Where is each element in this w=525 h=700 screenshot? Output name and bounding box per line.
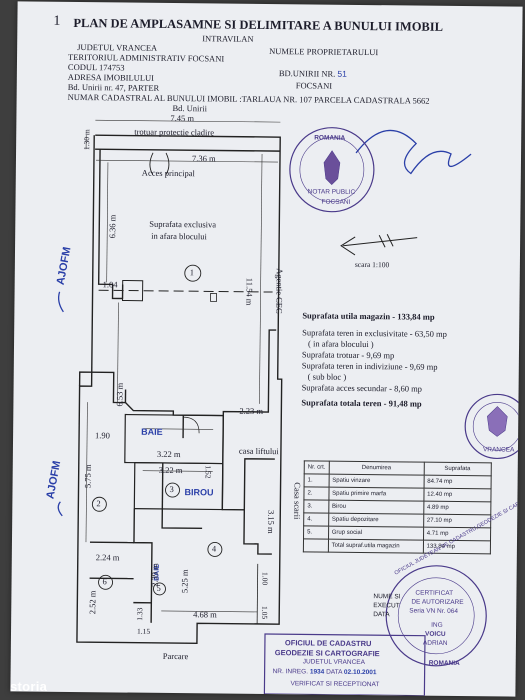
table-cell: 2. [303,486,329,501]
casa-scarii-label: Casa scarii [292,482,303,520]
dim-223: 2.23 m [239,405,264,416]
room-number-3: 3 [169,483,174,495]
parcare-label: Parcare [162,650,189,662]
table-cell: Grup social [328,526,424,541]
table-header-suprafata: Suprafata [423,462,491,476]
agentie-cec-label: Agentie CEC [274,268,285,314]
cert-text-1: CERTIFICAT [415,589,454,597]
casa-liftului-label: casa liftului [238,445,279,457]
room-number-4: 4 [211,543,217,554]
rooms-table: Nr. crt. Denumirea Suprafata 1. Spatiu v… [303,460,492,554]
dim-653: 6.53 m [114,382,125,407]
table-cell: Spatiu primire marfa [328,487,424,502]
autorizare-stamp [385,565,487,667]
cert-text-6: ADRIAN [422,639,448,647]
table-total-row: Total supraf.utila magazin 133.84 mp [303,538,491,554]
dim-152: 1.52 [203,465,213,479]
cert-text-5: VOICU [424,630,446,638]
table-cell: 84.74 mp [423,475,491,489]
dim-525: 5.25 m [179,569,190,594]
dim-736: 7.36 m [191,153,216,164]
area-totala: Suprafata totala teren - 91,48 mp [301,397,422,409]
table-header-denumirea: Denumirea [328,461,424,476]
area-acces-secundar: Suprafata acces secundar - 8,60 mp [301,382,423,394]
suprafata-exclusiva-label: Suprafata exclusiva [149,218,217,230]
floor-plan [57,119,523,697]
ocpi-stamp [263,633,426,697]
dim-130: 1.30 m [82,129,92,151]
vrancea-stamp [464,393,523,460]
cert-text-3: Seria VN Nr. 064 [409,607,459,616]
notar-stamp-text-2: NOTAR PUBLIC [307,188,356,196]
dim-239: 2.39 m [149,563,160,587]
dim-745: 7.45 m [170,112,195,124]
dim-468: 4.68 m [193,609,217,620]
north-arrow [340,234,418,256]
dim-322a: 3.22 m [156,448,181,460]
ocpi-text-3: JUDETUL VRANCEA [302,658,366,667]
notar-stamp [289,127,375,213]
signature-scribble [355,129,472,175]
dim-575: 5.75 m [82,464,93,489]
birou-label: BIROU [184,487,214,498]
trotuar-line [95,148,281,152]
room-number-2: 2 [96,498,101,509]
dim-224: 2.24 m [95,552,120,563]
ocpi-verificat: VERIFICAT SI RECEPTIONAT [290,680,380,689]
dim-322b: 3.22 m [158,464,183,476]
room-number-6: 6 [102,576,107,587]
dim-104: 1.04 [102,279,118,290]
cert-text-2: DE AUTORIZARE [411,598,464,607]
plan-outline [76,134,283,644]
exclusive-boundary [98,289,273,293]
cert-country: ROMANIA [428,659,460,668]
ocpi-text-1: OFICIUL DE CADASTRU [284,638,372,649]
dim-315: 3.15 m [266,510,277,534]
table-cell: 4. [303,512,329,527]
dim-252: 2.52 m [87,590,98,615]
table-cell: Birou [328,500,424,515]
table-header-nr: Nr. crt. [304,460,330,475]
acces-principal-label: Acces principal [141,167,195,179]
ocpi-text-2: GEODEZIE SI CARTOGRAFIE [274,648,380,659]
area-utila: Suprafata utila magazin - 133,84 mp [302,310,435,322]
table-cell: 3. [303,499,329,514]
dim-636: 6.36 m [107,214,118,239]
vrancea-stamp-text: VRANCEA [482,446,515,454]
dim-100: 1.00 [260,571,270,586]
in-afara-blocului-label: in afara blocului [151,230,207,242]
ocpi-nr: NR. INREG. 1934 DATA 02.10.2001 [272,668,377,677]
street-top: Bd. Unirii [172,103,208,114]
dim-133: 1.33 [135,607,145,621]
storia-watermark: storia [10,679,48,694]
room5-wall [133,508,153,623]
scara-label: scara 1:100 [354,259,390,270]
exec-text-2: EXECUT [373,602,400,610]
coat-of-arms-icon [323,150,508,437]
dim-1154: 11.54 m [244,277,255,306]
baie-label: BAIE [141,426,163,437]
area-summary: Suprafata utila magazin - 133,84 mp Supr… [301,310,447,410]
table-cell: 12.40 mp [423,488,491,502]
exec-text-1: NUME SI [373,593,401,601]
document-sheet: PLAN DE AMPLASAMNE SI DELIMITARE A BUNUL… [10,1,523,697]
room-number-1: 1 [189,267,195,278]
table-cell: 5. [303,525,329,540]
dim-190: 1.90 [95,430,111,441]
table-cell: 4.89 mp [423,501,491,515]
table-cell: Spatiu vinzare [328,474,424,489]
exec-text-3: DATA [373,611,390,619]
dim-115: 1.15 [136,626,151,636]
trotuar-label: trotuar protectie cladire [134,126,215,138]
dim-105: 1.05 [260,605,270,620]
table-total-label: Total supraf.utila magazin [328,539,424,554]
table-cell: Spatiu depozitare [328,513,424,528]
table-cell: 1. [304,473,329,488]
cert-text-4: ING [431,621,443,629]
notar-stamp-text-1: ROMANIA [314,134,346,142]
notar-stamp-text-3: FOCSANI [321,198,351,206]
